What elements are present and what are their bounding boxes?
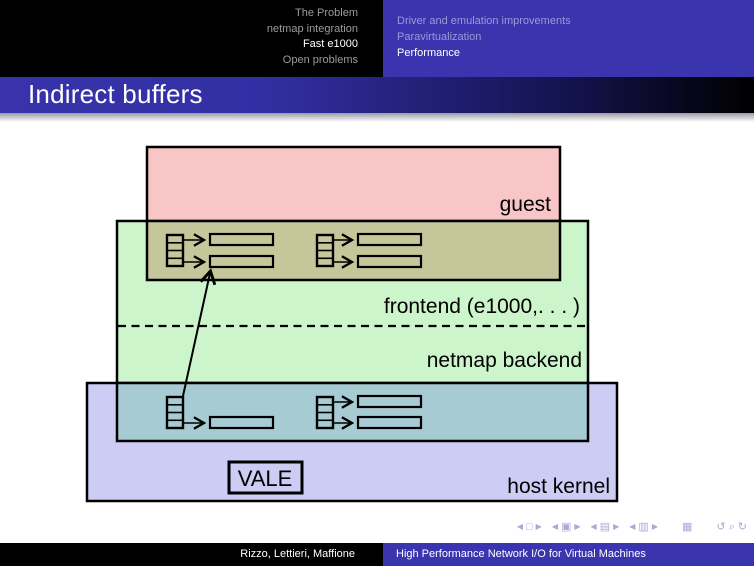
prev-slide-icon[interactable]: ◀ xyxy=(516,522,524,531)
back-icon[interactable]: ↺ xyxy=(716,521,726,533)
buffer-rect xyxy=(208,415,275,430)
nav-subsection-driver-improvements[interactable]: Driver and emulation improvements xyxy=(397,15,571,27)
subsection-nav-panel: Driver and emulation improvements Paravi… xyxy=(383,0,754,77)
buffer-rect xyxy=(356,415,423,430)
host-kernel-label: host kernel xyxy=(507,475,610,498)
buffer-rect xyxy=(208,254,275,269)
nav-section-fast-e1000[interactable]: Fast e1000 xyxy=(302,38,358,50)
section-nav-panel: The Problem netmap integration Fast e100… xyxy=(0,0,383,77)
subsection-icon[interactable]: ▥ xyxy=(638,521,649,533)
next-section-icon[interactable]: ▶ xyxy=(613,522,620,531)
talk-title-label: High Performance Network I/O for Virtual… xyxy=(383,543,754,566)
next-subsection-icon[interactable]: ▶ xyxy=(651,522,658,531)
prev-subsection-icon[interactable]: ◀ xyxy=(629,522,636,531)
authors-label: Rizzo, Lettieri, Maffione xyxy=(0,543,383,566)
host-ring-icon-right xyxy=(315,395,335,430)
nav-section-open-problems[interactable]: Open problems xyxy=(282,53,358,66)
head-navigation-bar: The Problem netmap integration Fast e100… xyxy=(0,0,754,77)
guest-ring-icon-right xyxy=(315,233,335,268)
vale-switch-box xyxy=(227,460,304,495)
find-icon[interactable]: ⌕ xyxy=(728,521,735,533)
page-title: Indirect buffers xyxy=(28,78,203,109)
netmap-backend-label: netmap backend xyxy=(427,349,582,372)
buffer-rect xyxy=(356,394,423,409)
guest-label: guest xyxy=(500,193,552,216)
buffer-rect xyxy=(208,232,275,247)
host-ring-icon-left xyxy=(165,395,185,430)
frontend-label: frontend (e1000,. . . ) xyxy=(384,295,580,318)
frontend-host-overlap-box xyxy=(115,381,590,443)
guest-ring-icon-left xyxy=(165,233,185,268)
next-slide-icon[interactable]: ▶ xyxy=(535,522,542,531)
nav-section-netmap-integration[interactable]: netmap integration xyxy=(266,22,358,35)
appendix-icon[interactable]: ▦ xyxy=(681,521,693,533)
forward-icon[interactable]: ↻ xyxy=(737,521,747,533)
titlebar-shadow xyxy=(0,113,754,123)
guest-frontend-overlap-box xyxy=(145,219,562,282)
prev-frame-icon[interactable]: ◀ xyxy=(551,522,558,531)
next-frame-icon[interactable]: ▶ xyxy=(574,522,581,531)
buffer-rect xyxy=(356,232,423,247)
section-icon[interactable]: ▤ xyxy=(599,521,611,533)
nav-subsection-paravirtualization[interactable]: Paravirtualization xyxy=(397,31,482,43)
foot-bar: Rizzo, Lettieri, Maffione High Performan… xyxy=(0,543,754,566)
slide-icon[interactable]: □ xyxy=(526,521,533,533)
frametitle-bar: Indirect buffers xyxy=(0,77,754,113)
prev-section-icon[interactable]: ◀ xyxy=(590,522,597,531)
nav-section-the-problem[interactable]: The Problem xyxy=(295,7,358,19)
nav-subsection-performance[interactable]: Performance xyxy=(397,47,460,59)
frame-icon[interactable]: ▣ xyxy=(560,521,572,533)
indirect-buffer-arrow xyxy=(182,268,217,397)
buffer-rect xyxy=(356,254,423,269)
buffer-rects xyxy=(208,232,423,430)
vale-label: VALE xyxy=(238,466,293,491)
buffer-pointer-arrows xyxy=(184,233,355,430)
beamer-navigation-bar: ◀ □ ▶ ◀ ▣ ▶ ◀ ▤ ▶ ◀ ▥ ▶ ▦ ↺ ⌕ ↻ xyxy=(514,520,747,534)
